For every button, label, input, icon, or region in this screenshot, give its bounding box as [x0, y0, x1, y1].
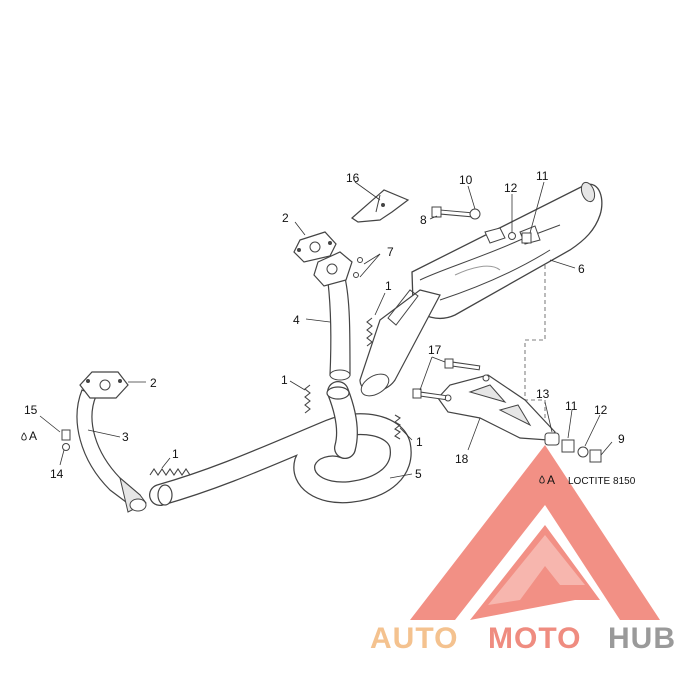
adhesive-legend-marker: A	[547, 473, 555, 487]
muffler	[359, 181, 603, 397]
nut-11-top	[521, 232, 532, 244]
label-1-right: 1	[416, 435, 423, 449]
adhesive-marker-left: A	[21, 429, 37, 443]
washer-12-top	[508, 232, 516, 240]
collector-pipe	[149, 381, 412, 506]
label-1-center: 1	[281, 373, 288, 387]
watermark-logo	[410, 445, 660, 620]
leader-lines	[39, 181, 613, 479]
watermark-moto: MOTO	[488, 622, 581, 655]
bracket-18	[437, 374, 556, 441]
label-15: 15	[24, 403, 38, 417]
label-11-bottom: 11	[565, 399, 578, 413]
nut-11-bottom	[561, 439, 575, 453]
adhesive-legend-text: LOCTITE 8150	[568, 476, 636, 487]
header-pipe-left	[76, 389, 147, 513]
drop-icon	[539, 475, 545, 484]
label-12-top: 12	[504, 181, 518, 195]
label-9: 9	[618, 432, 625, 446]
spring-center	[304, 384, 311, 414]
flange-gasket-left	[79, 371, 129, 399]
label-18: 18	[455, 452, 469, 466]
drop-icon	[21, 432, 27, 441]
bracket-16	[351, 189, 410, 223]
washer-10	[469, 208, 481, 220]
adhesive-legend: A LOCTITE 8150	[539, 473, 636, 487]
label-14: 14	[50, 467, 64, 481]
label-12-bottom: 12	[594, 403, 608, 417]
label-8: 8	[420, 213, 427, 227]
flange-upper-mounted	[313, 251, 363, 287]
label-11-top: 11	[536, 169, 549, 183]
label-4: 4	[293, 313, 300, 327]
watermark-auto: AUTO	[370, 622, 458, 655]
watermark-triangle-core	[488, 535, 585, 605]
springs	[149, 317, 401, 476]
label-2-upper: 2	[282, 211, 289, 225]
nut-9	[589, 449, 602, 463]
spring-right	[394, 414, 401, 440]
bolt-8	[431, 206, 473, 218]
label-13: 13	[536, 387, 550, 401]
label-2-left: 2	[150, 376, 157, 390]
bolts-17	[412, 358, 481, 401]
label-1-left: 1	[172, 447, 179, 461]
label-1-upper: 1	[385, 279, 392, 293]
label-7: 7	[387, 245, 394, 259]
label-6: 6	[578, 262, 585, 276]
washer-12-bottom	[577, 446, 589, 458]
spacer-13	[544, 432, 560, 446]
spring-upper	[366, 317, 373, 347]
label-3: 3	[122, 430, 129, 444]
callouts: 1 1 1 1 2 2 3 4 5 6 7 8 9 10 11 11 12 12…	[24, 169, 625, 481]
bolt-14-15	[61, 429, 71, 451]
label-16: 16	[346, 171, 360, 185]
watermark-text: AUTO MOTO HUB	[370, 622, 676, 655]
label-10: 10	[459, 173, 473, 187]
adhesive-marker-left-label: A	[29, 429, 37, 443]
label-5: 5	[415, 467, 422, 481]
header-pipe-upper	[327, 277, 351, 381]
watermark-hub: HUB	[608, 622, 676, 655]
spring-left	[149, 468, 191, 476]
watermark-triangle-outer	[410, 445, 660, 620]
label-17: 17	[428, 343, 442, 357]
